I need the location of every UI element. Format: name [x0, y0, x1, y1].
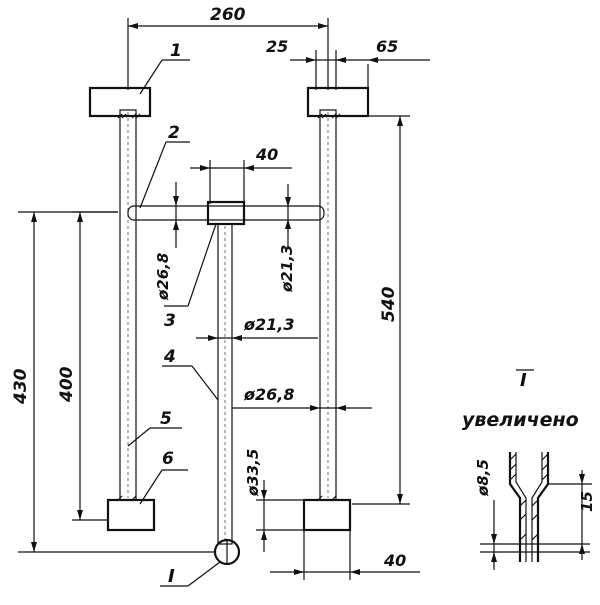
svg-text:40: 40: [383, 551, 406, 570]
left-bottom-foot: [106, 498, 156, 532]
cross-tube: [127, 205, 325, 221]
svg-text:6: 6: [162, 449, 174, 469]
part-5: 5: [127, 409, 182, 447]
center-tube: [217, 223, 233, 545]
svg-text:430: 430: [11, 368, 31, 405]
weld-marks: [117, 113, 341, 501]
dim-540: 540: [338, 115, 410, 505]
dim-400: 400: [57, 211, 118, 521]
dim-d268-center: ø26,8: [232, 385, 372, 411]
dim-d213-center: ø21,3: [196, 315, 318, 341]
detail-nozzle: [508, 452, 550, 562]
svg-text:ø8,5: ø8,5: [474, 459, 492, 497]
svg-text:5: 5: [160, 409, 172, 429]
dim-260: 260: [127, 5, 329, 90]
svg-text:260: 260: [210, 5, 246, 25]
svg-text:ø26,8: ø26,8: [154, 253, 172, 301]
svg-text:4: 4: [163, 347, 176, 367]
dim-40-hub: 40: [190, 145, 292, 204]
dim-d268-left: ø26,8: [154, 182, 179, 301]
svg-text:65: 65: [376, 37, 398, 56]
center-hub: [206, 200, 246, 226]
part-2: 2: [139, 123, 190, 209]
right-bottom-foot: [302, 498, 352, 532]
svg-text:I: I: [520, 370, 527, 391]
right-top-cap: [306, 86, 370, 118]
svg-text:ø21,3: ø21,3: [243, 315, 294, 334]
svg-text:40: 40: [255, 145, 278, 164]
detail-callout: I: [160, 561, 221, 587]
svg-text:15: 15: [578, 491, 596, 512]
dim-d213-right: ø21,3: [278, 184, 296, 293]
part-6: 6: [139, 449, 188, 505]
svg-text:400: 400: [57, 366, 77, 403]
svg-text:540: 540: [379, 286, 399, 322]
svg-text:1: 1: [170, 41, 182, 61]
dim-d335: ø33,5: [244, 449, 304, 552]
right-tube: [319, 109, 337, 501]
dim-40-bottom: 40: [270, 530, 420, 580]
svg-text:ø26,8: ø26,8: [243, 385, 294, 404]
dim-25-65: 25 65: [266, 37, 430, 90]
svg-text:3: 3: [164, 311, 176, 331]
svg-text:ø33,5: ø33,5: [244, 449, 262, 497]
svg-text:ø21,3: ø21,3: [278, 245, 296, 293]
dim-430: 430: [11, 211, 214, 553]
part-1: 1: [139, 41, 190, 95]
detail-view: I увеличено ø8,5 15: [462, 369, 596, 570]
part-3: 3: [164, 223, 217, 331]
part-4: 4: [162, 347, 219, 401]
svg-text:I: I: [168, 566, 175, 587]
svg-text:2: 2: [168, 123, 180, 143]
svg-text:увеличено: увеличено: [462, 409, 579, 431]
svg-text:25: 25: [266, 37, 288, 56]
